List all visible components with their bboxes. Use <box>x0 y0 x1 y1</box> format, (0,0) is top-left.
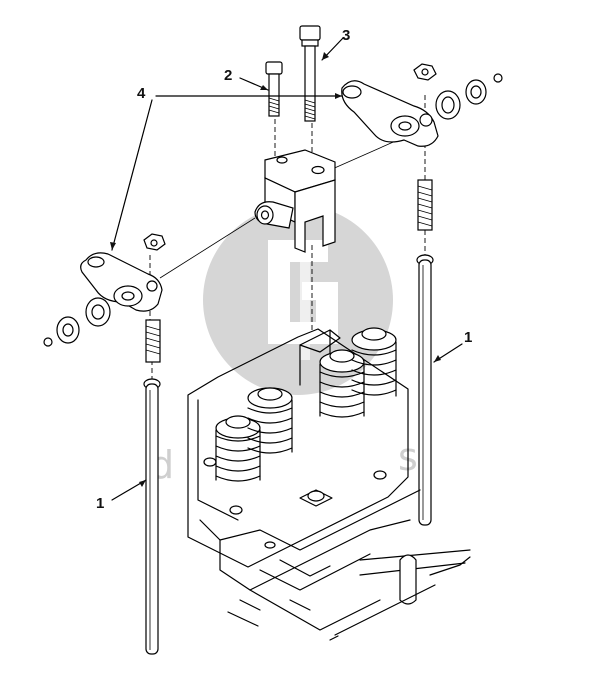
valve-springs-front <box>215 387 293 482</box>
upper-right-hardware <box>413 63 503 120</box>
callout-3: 3 <box>342 27 350 44</box>
adjusting-screw-left <box>145 319 161 363</box>
callout-1-right: 1 <box>464 329 472 346</box>
left-hardware <box>43 297 111 347</box>
cylinder-head <box>187 328 471 641</box>
pushrod-right <box>416 254 434 526</box>
callout-1-left: 1 <box>96 495 104 512</box>
valve-springs-rear <box>319 327 397 418</box>
rocker-support-block <box>254 149 336 253</box>
leader-lines <box>110 37 463 501</box>
callout-4: 4 <box>137 85 146 102</box>
rocker-arm-right <box>341 80 439 147</box>
rocker-arm-left <box>80 233 166 312</box>
pushrod-left <box>143 378 161 655</box>
adjusting-screw-right <box>417 179 433 231</box>
long-bolt <box>299 25 321 122</box>
callout-2: 2 <box>224 67 232 84</box>
short-bolt <box>265 61 283 117</box>
watermark-text-right: s <box>398 435 420 479</box>
